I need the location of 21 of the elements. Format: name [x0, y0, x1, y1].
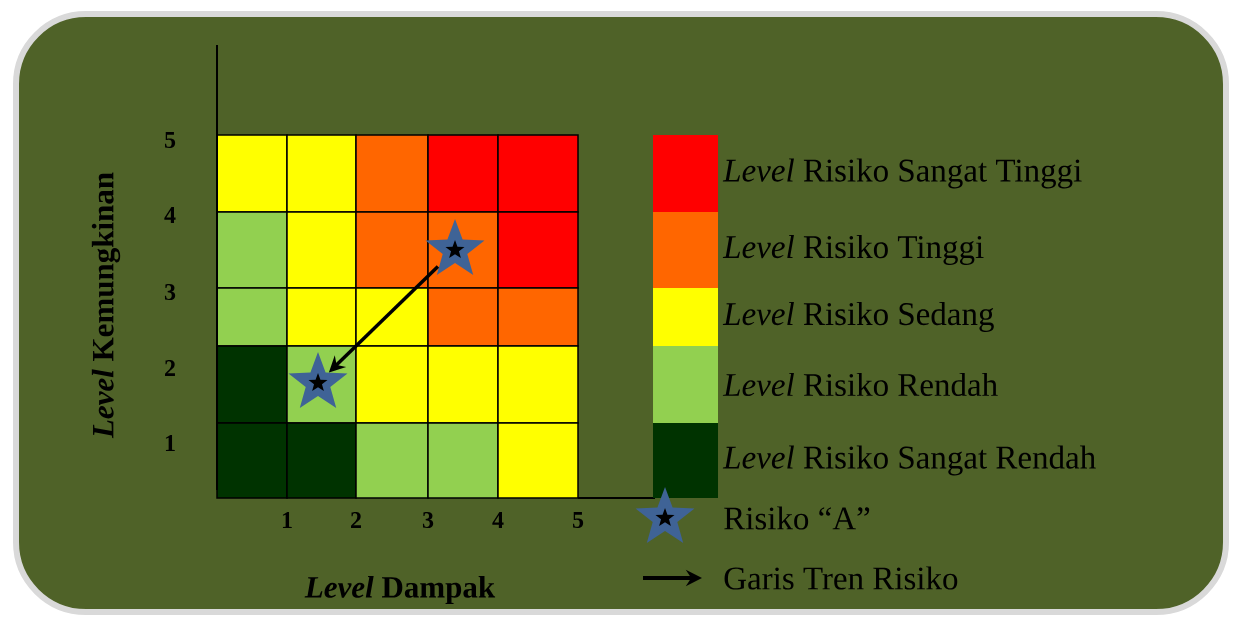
legend-label: Level Risiko Sedang	[722, 302, 994, 332]
tick-label: 4	[492, 512, 504, 528]
tick-label: 1	[165, 435, 175, 451]
tick-label: 5	[572, 512, 584, 528]
legend-label: Level Risiko Sangat Rendah	[722, 445, 1096, 476]
axis-title: Level Kemungkinan	[91, 172, 121, 439]
tick-label: 5	[164, 132, 176, 148]
tick-label: 1	[282, 512, 292, 528]
tick-label: 2	[165, 360, 175, 376]
legend-label: Risiko “A”	[724, 506, 870, 530]
axis-title: Level Dampak	[304, 575, 496, 605]
star-marker	[288, 352, 348, 409]
legend-label: Level Risiko Sangat Tinggi	[722, 158, 1082, 189]
legend-label: Level Risiko Rendah	[722, 372, 998, 397]
tick-label: 4	[164, 207, 176, 223]
tick-label: 2	[351, 512, 361, 528]
legend-label: Level Risiko Tinggi	[722, 235, 984, 265]
star-marker	[425, 219, 485, 276]
tick-label: 3	[422, 511, 434, 529]
legend-label: Garis Tren Risiko	[724, 566, 958, 590]
tick-label: 3	[164, 283, 176, 301]
